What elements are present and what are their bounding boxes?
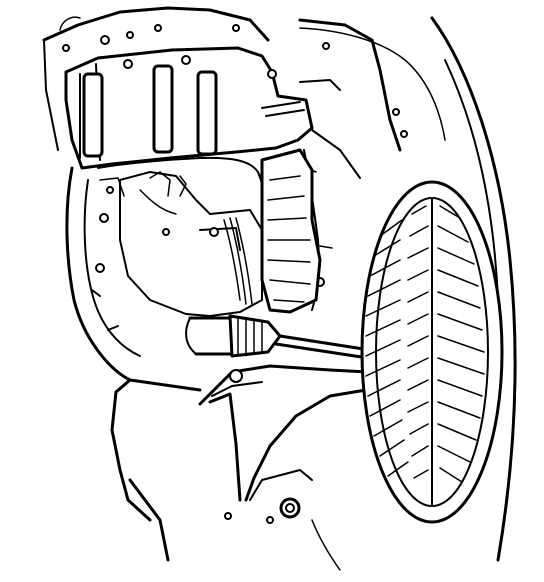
- wheel-arch-outline: [299, 16, 517, 562]
- upper-body-panel: [42, 6, 408, 152]
- bolt-hole: [126, 31, 134, 39]
- bolt-hole: [62, 44, 70, 52]
- undercover-panel: [64, 46, 361, 179]
- lower-control-arm: [110, 364, 370, 522]
- tire-tread-center: [407, 205, 429, 479]
- bolt-hole: [267, 69, 277, 79]
- tire-tread-right: [437, 205, 485, 483]
- panel-slot: [196, 70, 218, 156]
- panel-slot: [152, 64, 174, 154]
- wheel-tire: [360, 180, 504, 524]
- fender-liner: [65, 166, 202, 392]
- splash-shield: [260, 148, 322, 314]
- bolt-hole: [100, 35, 110, 45]
- bushing: [229, 369, 243, 383]
- bolt-hole: [181, 55, 191, 65]
- lower-body-structure: [128, 469, 341, 571]
- bolt-hole: [95, 263, 105, 273]
- bolt-hole: [224, 512, 232, 520]
- bolt-hole: [154, 24, 162, 32]
- bolt-hole: [266, 516, 274, 524]
- bolt-hole: [392, 108, 400, 116]
- bolt-hole: [400, 130, 408, 138]
- engine-side-assembly: [119, 171, 263, 317]
- bolt-hole: [322, 42, 330, 50]
- bolt-hole: [209, 227, 219, 237]
- bolt-hole: [123, 59, 133, 69]
- panel-slot: [82, 72, 104, 158]
- drive-shaft: [185, 314, 372, 360]
- cv-joint-boot: [228, 314, 282, 358]
- bolt-hole: [162, 228, 170, 236]
- tire-tread-left: [365, 219, 409, 477]
- subframe-bolt-center: [285, 503, 295, 513]
- bolt-hole: [99, 213, 109, 223]
- bolt-hole: [232, 24, 240, 32]
- bolt-hole: [106, 186, 114, 194]
